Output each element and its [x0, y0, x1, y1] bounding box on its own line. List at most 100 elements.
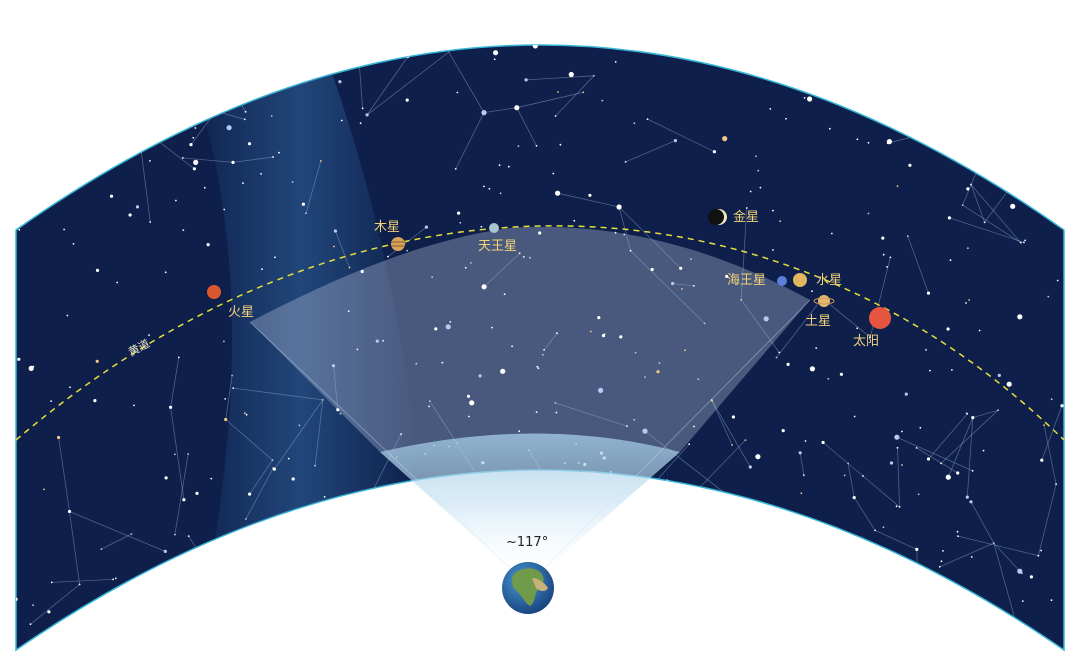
star — [818, 58, 821, 60]
star — [28, 365, 34, 371]
star — [348, 266, 351, 269]
star — [965, 302, 967, 304]
star — [174, 600, 178, 604]
constellation-line — [483, 253, 520, 288]
constellation-line — [916, 447, 958, 474]
star — [49, 78, 53, 82]
star — [444, 550, 450, 556]
constellation-line — [225, 419, 273, 461]
star — [110, 159, 113, 161]
star — [906, 235, 909, 238]
star — [668, 583, 670, 586]
constellation-line — [919, 73, 975, 127]
star — [568, 71, 574, 78]
star — [424, 225, 428, 229]
star — [1037, 554, 1040, 557]
star — [356, 348, 359, 351]
star — [631, 549, 635, 553]
star — [293, 632, 298, 637]
star — [908, 163, 912, 167]
star — [135, 205, 140, 209]
star — [771, 608, 776, 613]
constellation-line — [526, 75, 594, 81]
star — [94, 9, 97, 12]
star — [731, 444, 733, 446]
star — [1024, 239, 1026, 242]
constellation-line — [555, 75, 595, 117]
star — [469, 400, 475, 406]
star — [827, 378, 830, 380]
star — [942, 550, 944, 552]
star — [555, 411, 558, 414]
star — [856, 138, 859, 141]
star — [865, 92, 868, 95]
star — [629, 249, 632, 252]
star — [614, 231, 617, 234]
star — [656, 370, 660, 374]
star — [415, 362, 418, 365]
star — [722, 136, 728, 142]
star — [719, 592, 723, 596]
star — [63, 228, 65, 231]
star — [32, 365, 35, 368]
star — [675, 31, 678, 34]
star — [740, 298, 743, 301]
star — [347, 310, 350, 312]
star — [857, 81, 860, 84]
star — [536, 365, 539, 368]
constellation-line — [993, 542, 1021, 572]
star — [601, 99, 604, 102]
star — [278, 151, 280, 154]
star — [833, 546, 836, 549]
star — [264, 586, 270, 593]
star — [472, 556, 475, 559]
star — [494, 30, 497, 33]
star — [192, 136, 195, 139]
constellation-line — [897, 447, 900, 507]
star — [956, 530, 959, 533]
mars-label: 火星 — [228, 305, 254, 320]
star — [626, 425, 628, 427]
star — [192, 167, 196, 171]
star — [1017, 568, 1023, 574]
star — [137, 31, 139, 33]
star — [74, 58, 77, 61]
constellation-line — [644, 430, 732, 499]
star — [21, 116, 24, 118]
constellation-line — [516, 107, 537, 147]
star — [1021, 600, 1024, 602]
constellation-line — [853, 497, 876, 531]
star — [926, 457, 931, 461]
star — [554, 402, 557, 404]
star — [895, 505, 898, 508]
constellation-line — [276, 10, 356, 21]
star — [175, 646, 178, 648]
star — [336, 408, 340, 412]
star — [947, 216, 952, 220]
star — [739, 628, 742, 631]
star — [977, 13, 979, 15]
jupiter-label: 木星 — [374, 220, 400, 235]
view-beam-edge-right — [527, 299, 811, 586]
star — [755, 636, 758, 639]
star — [557, 91, 559, 93]
star — [624, 161, 627, 163]
star — [412, 506, 414, 508]
star — [882, 526, 885, 529]
star — [869, 336, 872, 339]
star — [614, 61, 617, 63]
star — [166, 589, 169, 592]
star — [189, 143, 193, 147]
constellation-line — [101, 533, 132, 550]
star — [711, 400, 713, 402]
star — [543, 349, 545, 351]
star — [862, 475, 864, 477]
star — [966, 187, 970, 191]
star — [245, 518, 247, 520]
star — [620, 528, 623, 531]
view-beam-edge-left — [249, 321, 529, 586]
constellation-line — [896, 436, 973, 472]
star — [177, 356, 180, 359]
star — [481, 284, 487, 290]
star — [725, 274, 729, 278]
